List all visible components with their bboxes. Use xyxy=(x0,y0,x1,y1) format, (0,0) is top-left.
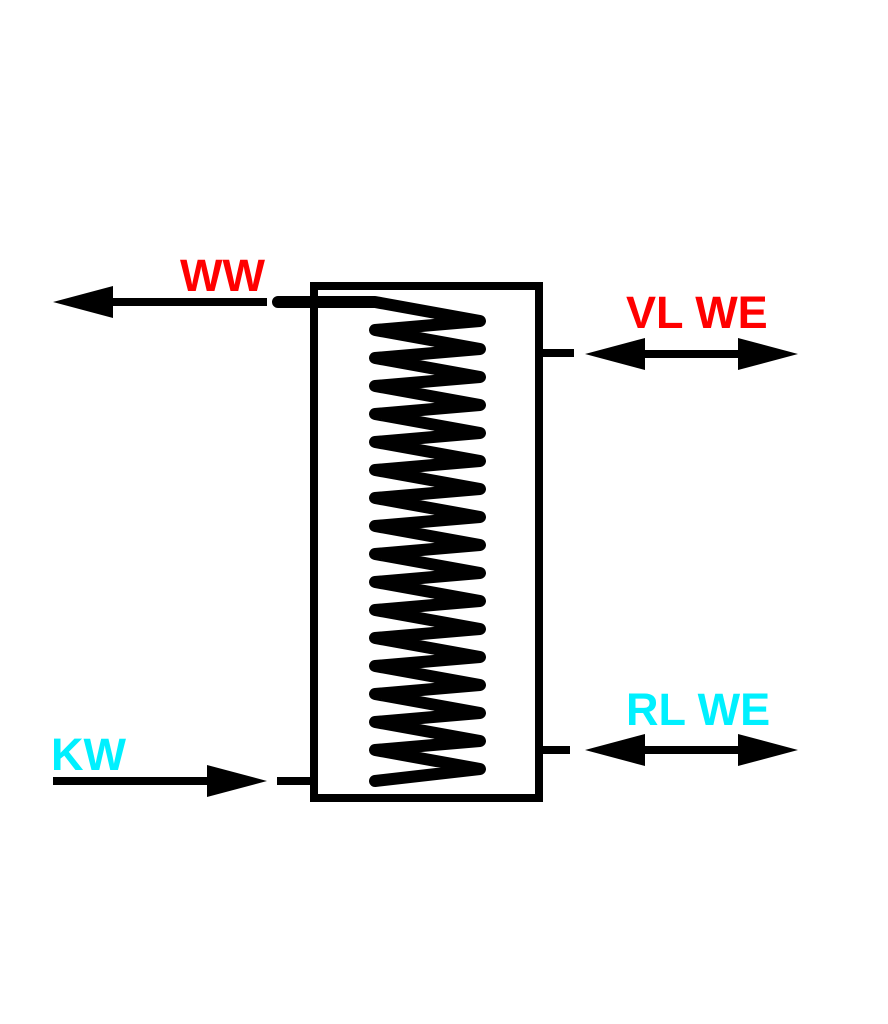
storage-tank xyxy=(310,282,543,802)
kw-connection: KW xyxy=(51,729,318,797)
vl-we-connection: VL WE xyxy=(535,287,798,370)
vl-we-label: VL WE xyxy=(626,287,768,338)
kw-arrow-right-icon xyxy=(207,765,267,797)
ww-label: WW xyxy=(180,250,265,301)
rl-we-arrow-left-icon xyxy=(585,734,645,766)
vl-we-arrow-right-icon xyxy=(738,338,798,370)
rl-we-arrow-right-icon xyxy=(738,734,798,766)
ww-connection: WW xyxy=(53,250,318,318)
ww-arrow-left-icon xyxy=(53,286,113,318)
vl-we-arrow-left-icon xyxy=(585,338,645,370)
rl-we-label: RL WE xyxy=(626,684,770,735)
rl-we-connection: RL WE xyxy=(535,684,798,766)
kw-label: KW xyxy=(51,729,126,780)
heat-exchanger-coil xyxy=(272,296,486,787)
